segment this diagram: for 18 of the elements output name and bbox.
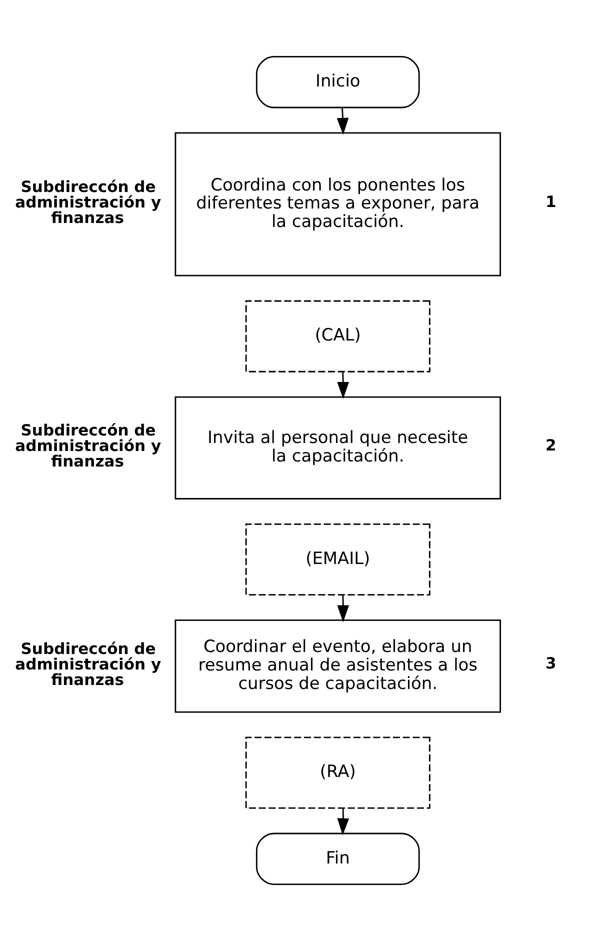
node-label: Subdireccón de administración y finanzas	[15, 178, 162, 228]
node-box: (RA)	[245, 736, 430, 809]
node-label: 3	[546, 654, 556, 673]
node-label: 1	[546, 192, 556, 211]
node-box: (CAL)	[245, 300, 430, 372]
arrow	[337, 594, 350, 622]
arrow	[337, 808, 350, 836]
node-box: Invita al personal que necesite la capacitación.	[174, 396, 501, 500]
arrow	[336, 108, 349, 135]
node-box: Fin	[256, 832, 420, 886]
arrow	[337, 372, 350, 399]
node-box: (EMAIL)	[245, 523, 430, 596]
node-label: Subdireccón de administración y finanzas	[15, 640, 162, 689]
node-label: 2	[546, 436, 556, 454]
node-label: Subdireccón de administración y finanzas	[15, 422, 162, 471]
node-box: Inicio	[256, 56, 420, 108]
node-box: Coordina con los ponentes los diferentes temas a exponer, para la capacitación.	[174, 132, 501, 276]
node-box: Coordinar el evento, elabora un resume anual de asistentes a los cursos de capacitación.	[174, 620, 501, 713]
